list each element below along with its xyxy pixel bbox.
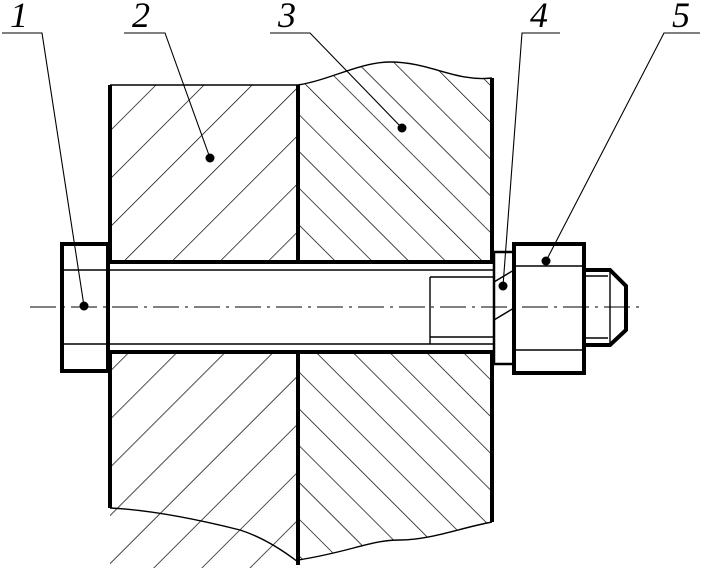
leader-dot-1 xyxy=(79,301,89,311)
leader-1 xyxy=(2,32,85,307)
leader-4 xyxy=(502,32,560,287)
leader-dot-2 xyxy=(205,153,215,163)
callout-label-4: 4 xyxy=(530,0,548,35)
leader-3 xyxy=(270,32,403,129)
leader-dot-4 xyxy=(498,281,508,291)
callout-label-2: 2 xyxy=(132,0,150,35)
callout-label-3: 3 xyxy=(277,0,296,35)
callout-label-1: 1 xyxy=(10,0,28,35)
leader-lines xyxy=(2,32,700,311)
callout-label-5: 5 xyxy=(672,0,690,35)
leader-2 xyxy=(124,32,211,159)
leader-dot-3 xyxy=(397,123,407,133)
leader-5 xyxy=(545,32,700,262)
leader-dot-5 xyxy=(541,256,551,266)
nut xyxy=(512,242,586,375)
